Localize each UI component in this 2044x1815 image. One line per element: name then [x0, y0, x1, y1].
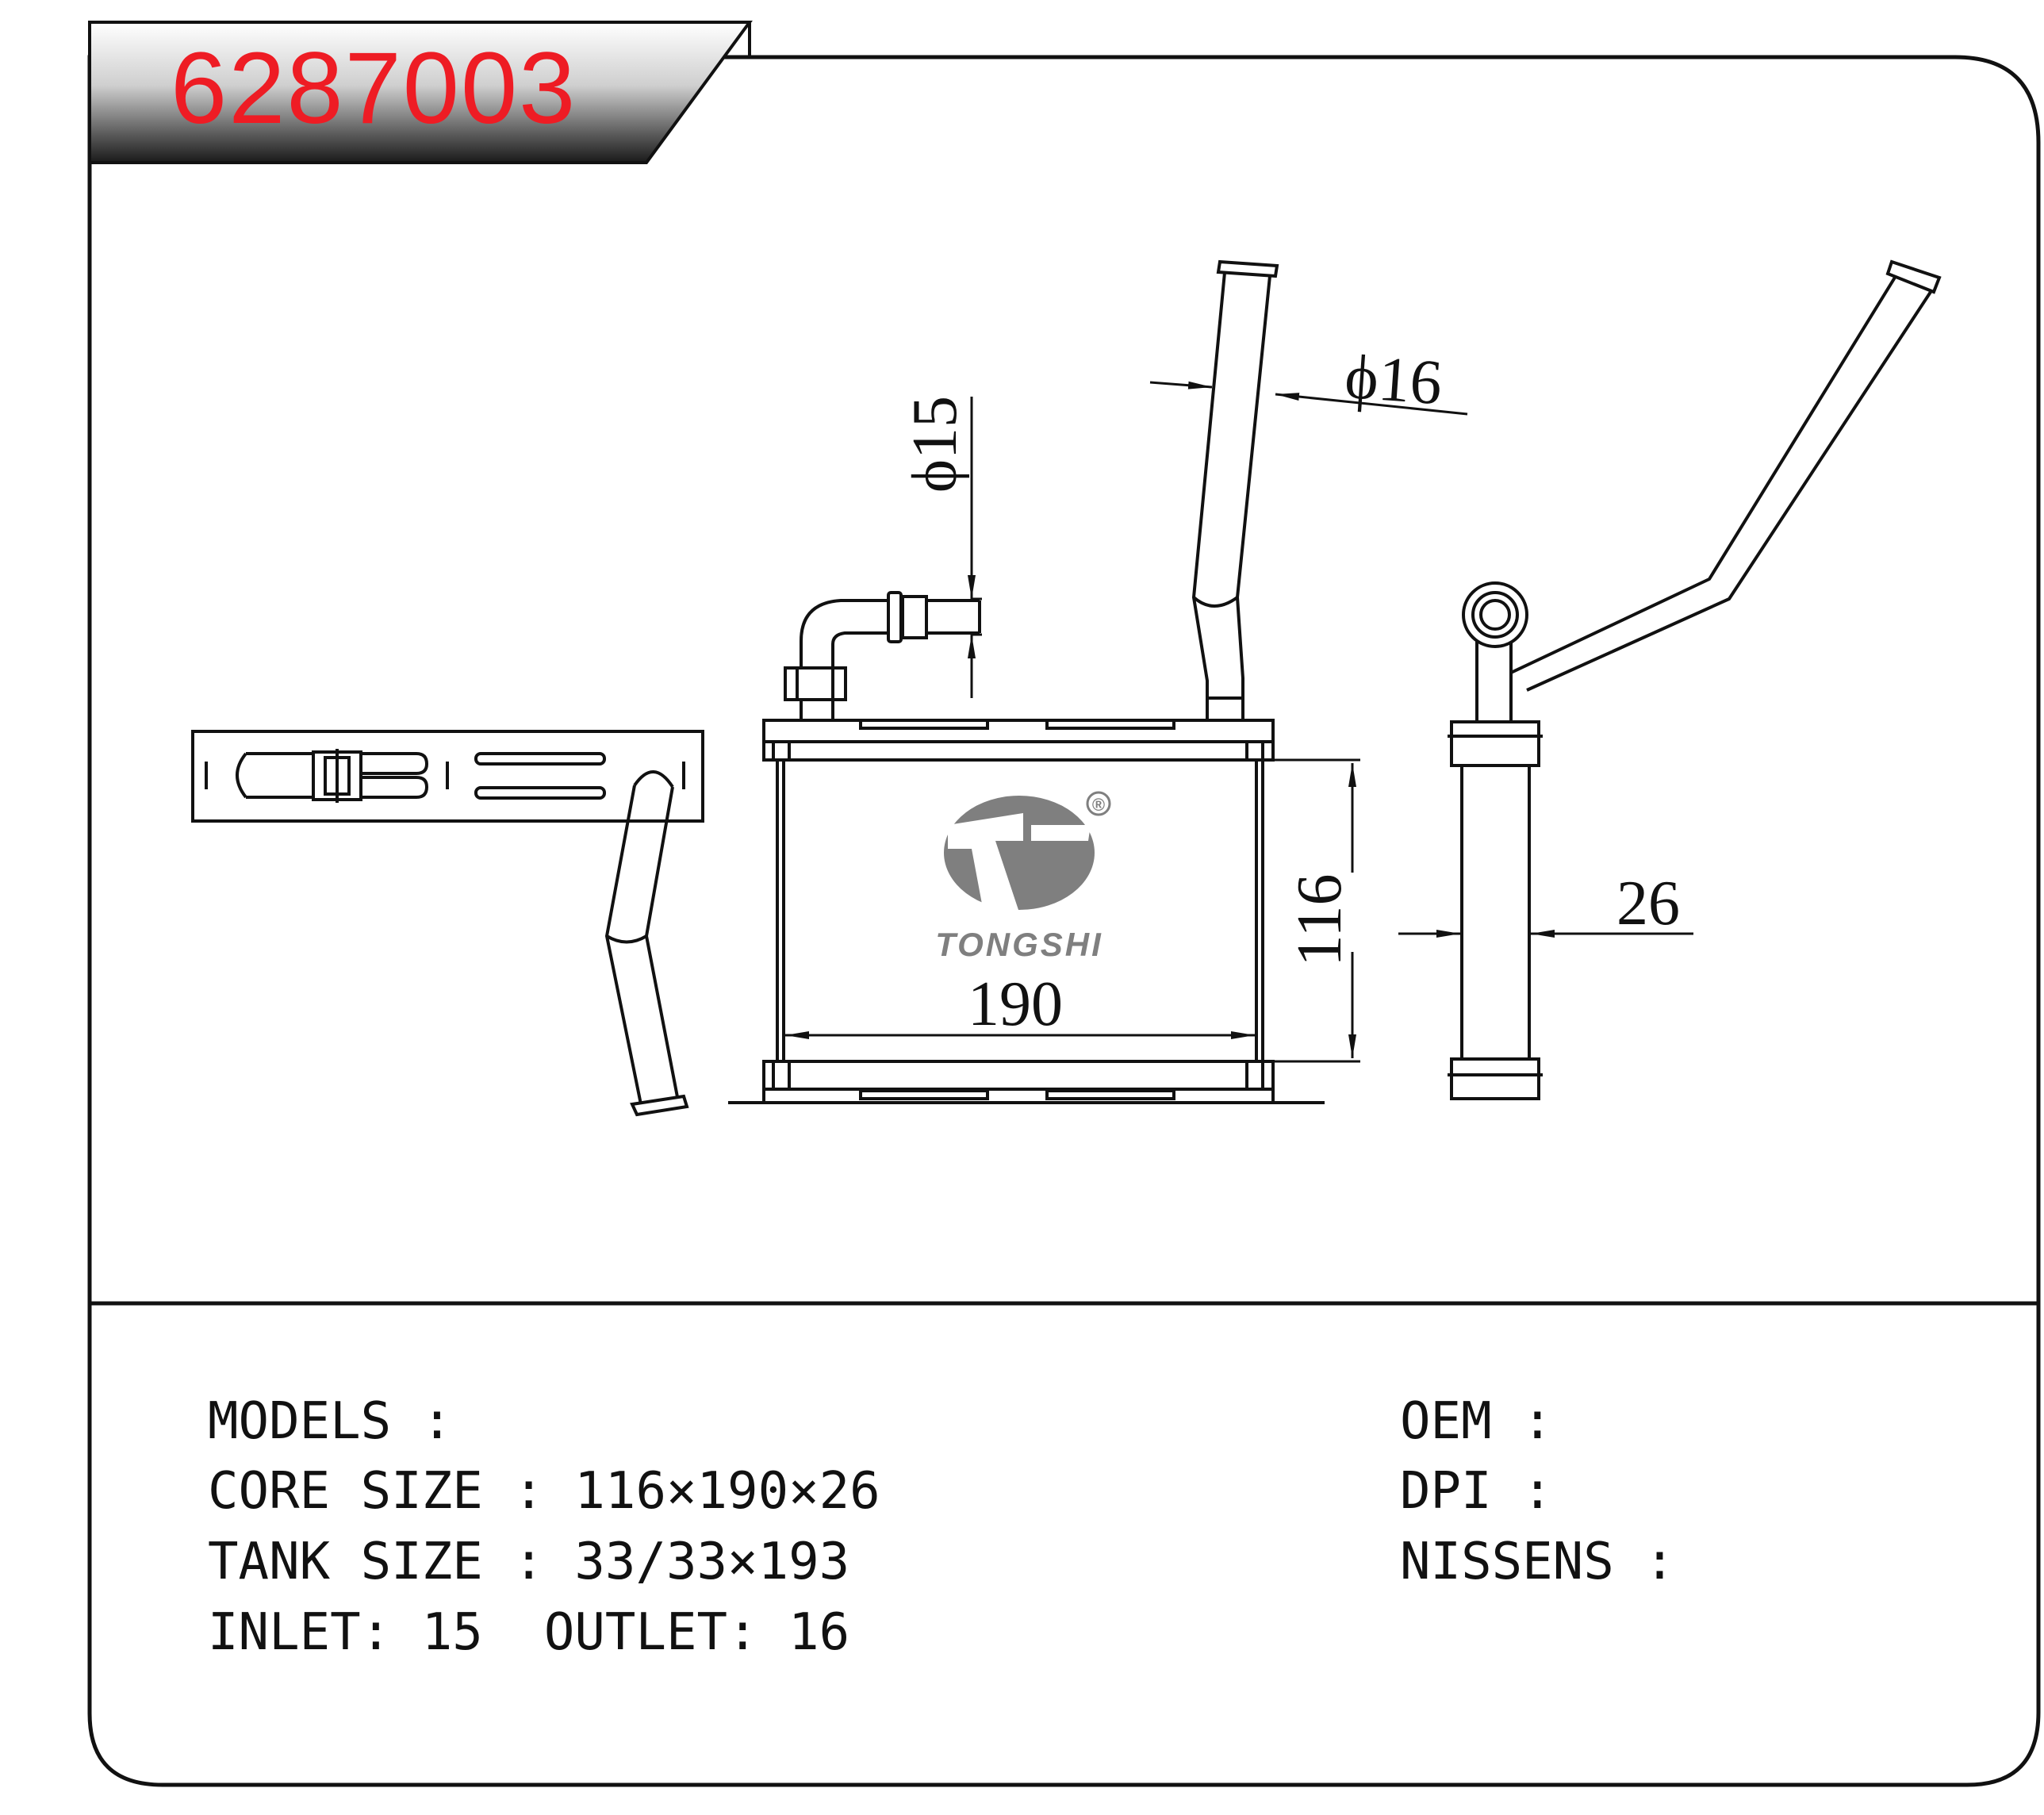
side-view: [1448, 259, 1942, 1100]
spec-tank-size: TANK SIZE : 33/33×193: [208, 1533, 850, 1591]
core-width-label: 190: [968, 969, 1063, 1039]
logo-text: TONGSHI: [935, 926, 1103, 963]
top-view: [191, 730, 704, 1117]
spec-core-size: CORE SIZE : 116×190×26: [208, 1462, 880, 1521]
spec-inlet-outlet: INLET: 15 OUTLET: 16: [208, 1603, 850, 1662]
title-tab: [88, 21, 753, 164]
spec-dpi: DPI :: [1400, 1462, 1553, 1521]
outlet-diameter-label: ϕ16: [1343, 342, 1444, 418]
tongshi-logo: ® TONGSHI: [935, 791, 1111, 963]
registered-mark: ®: [1092, 795, 1105, 815]
spec-oem: OEM :: [1400, 1392, 1553, 1451]
spec-models: MODELS :: [208, 1392, 453, 1451]
spec-nissens: NISSENS :: [1400, 1533, 1675, 1591]
inlet-diameter-label: ϕ15: [900, 396, 970, 493]
sheet-frame: [87, 55, 2041, 1787]
part-number: 6287003: [171, 32, 577, 145]
dimension-lines: [785, 381, 1693, 1063]
core-height-label: 116: [1285, 873, 1355, 966]
core-depth-label: 26: [1616, 869, 1680, 938]
